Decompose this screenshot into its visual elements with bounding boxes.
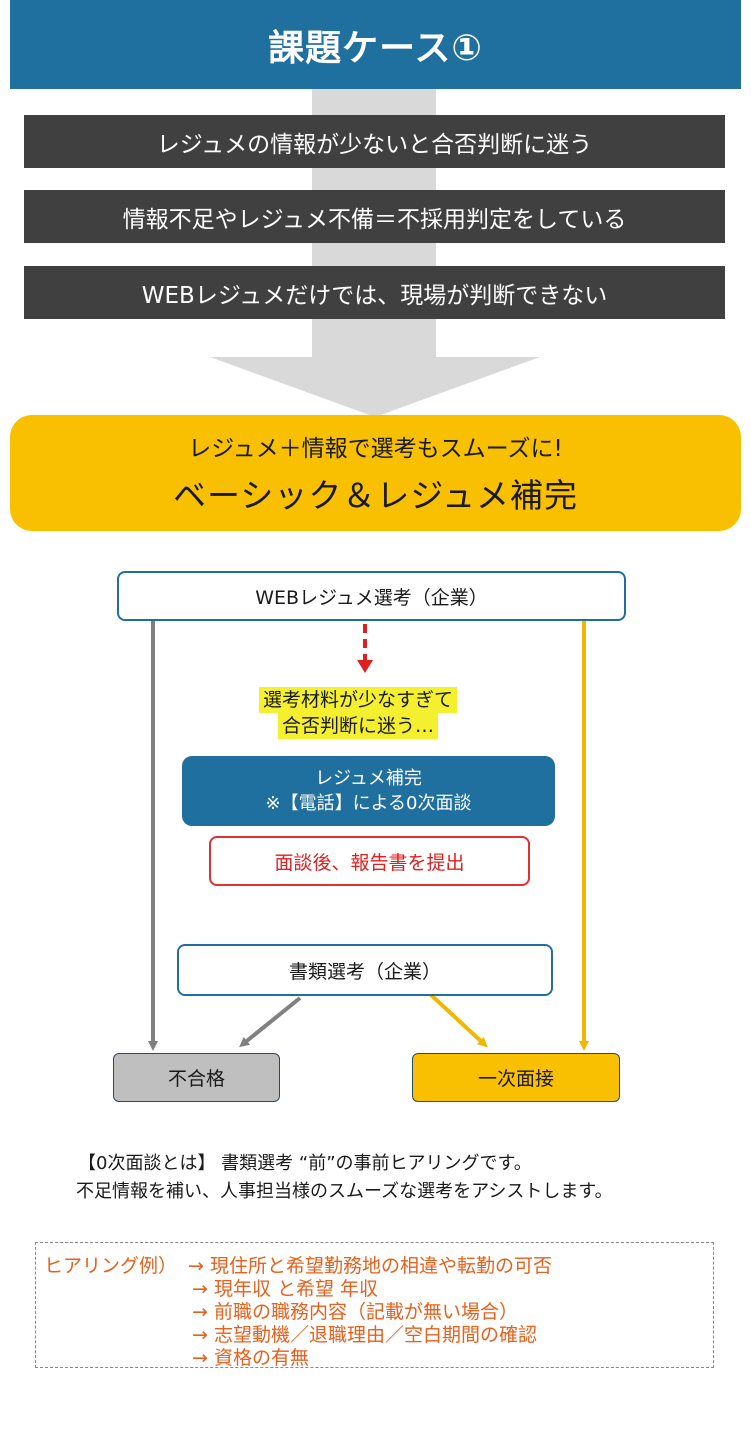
hearing-item-3: → 前職の職務内容（記載が無い場合） (192, 1301, 518, 1323)
hearing-item-2: → 現年収 と希望 年収 (192, 1278, 379, 1300)
explanation-line-1: 【0次面談とは】 書類選考 “前”の事前ヒアリングです。 (78, 1153, 532, 1174)
report-submission-box: 面談後、報告書を提出 (209, 836, 530, 886)
big-down-arrow-icon (210, 357, 540, 417)
explanation-text: 【0次面談とは】 書類選考 “前”の事前ヒアリングです。 不足情報を補い、人事担… (40, 1150, 740, 1206)
arrow-doc-to-reject (239, 996, 302, 1048)
hearing-item-1: → 現住所と希望勤務地の相違や転勤の可否 (188, 1255, 552, 1277)
supplement-title: レジュメ補完 (315, 768, 422, 789)
solution-name: ベーシック＆レジュメ補完 (172, 476, 579, 515)
hearing-item-4: → 志望動機／退職理由／空白期間の確認 (192, 1324, 537, 1346)
hearing-item-5: → 資格の有無 (192, 1347, 309, 1369)
issue-bar-2: 情報不足やレジュメ不備＝不採用判定をしている (24, 190, 725, 243)
page-title: 課題ケース① (10, 0, 741, 89)
flow-connectors (148, 621, 589, 1051)
document-screening-box: 書類選考（企業） (177, 944, 553, 996)
issue-bar-1: レジュメの情報が少ないと合否判断に迷う (24, 115, 725, 168)
dashed-arrow-head (357, 660, 373, 673)
web-resume-screening-box: WEBレジュメ選考（企業） (117, 571, 626, 621)
problem-note-line-2: 合否判断に迷う… (277, 713, 438, 739)
hearing-examples-box: ヒアリング例） → 現住所と希望勤務地の相違や転勤の可否 → 現年収 と希望 年… (35, 1242, 714, 1369)
explanation-line-2: 不足情報を補い、人事担当様のスムーズな選考をアシストします。 (76, 1181, 613, 1202)
first-interview-box: 一次面接 (412, 1053, 620, 1102)
resume-supplement-box: レジュメ補完 ※【電話】による0次面談 (182, 756, 555, 826)
solution-subtitle: レジュメ＋情報で選考もスムーズに! (188, 436, 563, 462)
arrow-doc-to-interview (428, 992, 488, 1048)
hearing-label: ヒアリング例） (44, 1255, 178, 1277)
supplement-detail: ※【電話】による0次面談 (265, 793, 472, 814)
problem-note: 選考材料が少なすぎて 合否判断に迷う… (240, 684, 476, 742)
problem-note-line-1: 選考材料が少なすぎて (258, 687, 457, 713)
reject-box: 不合格 (113, 1053, 280, 1102)
issue-bar-3: WEBレジュメだけでは、現場が判断できない (24, 266, 725, 319)
solution-banner: レジュメ＋情報で選考もスムーズに! ベーシック＆レジュメ補完 (10, 415, 741, 531)
